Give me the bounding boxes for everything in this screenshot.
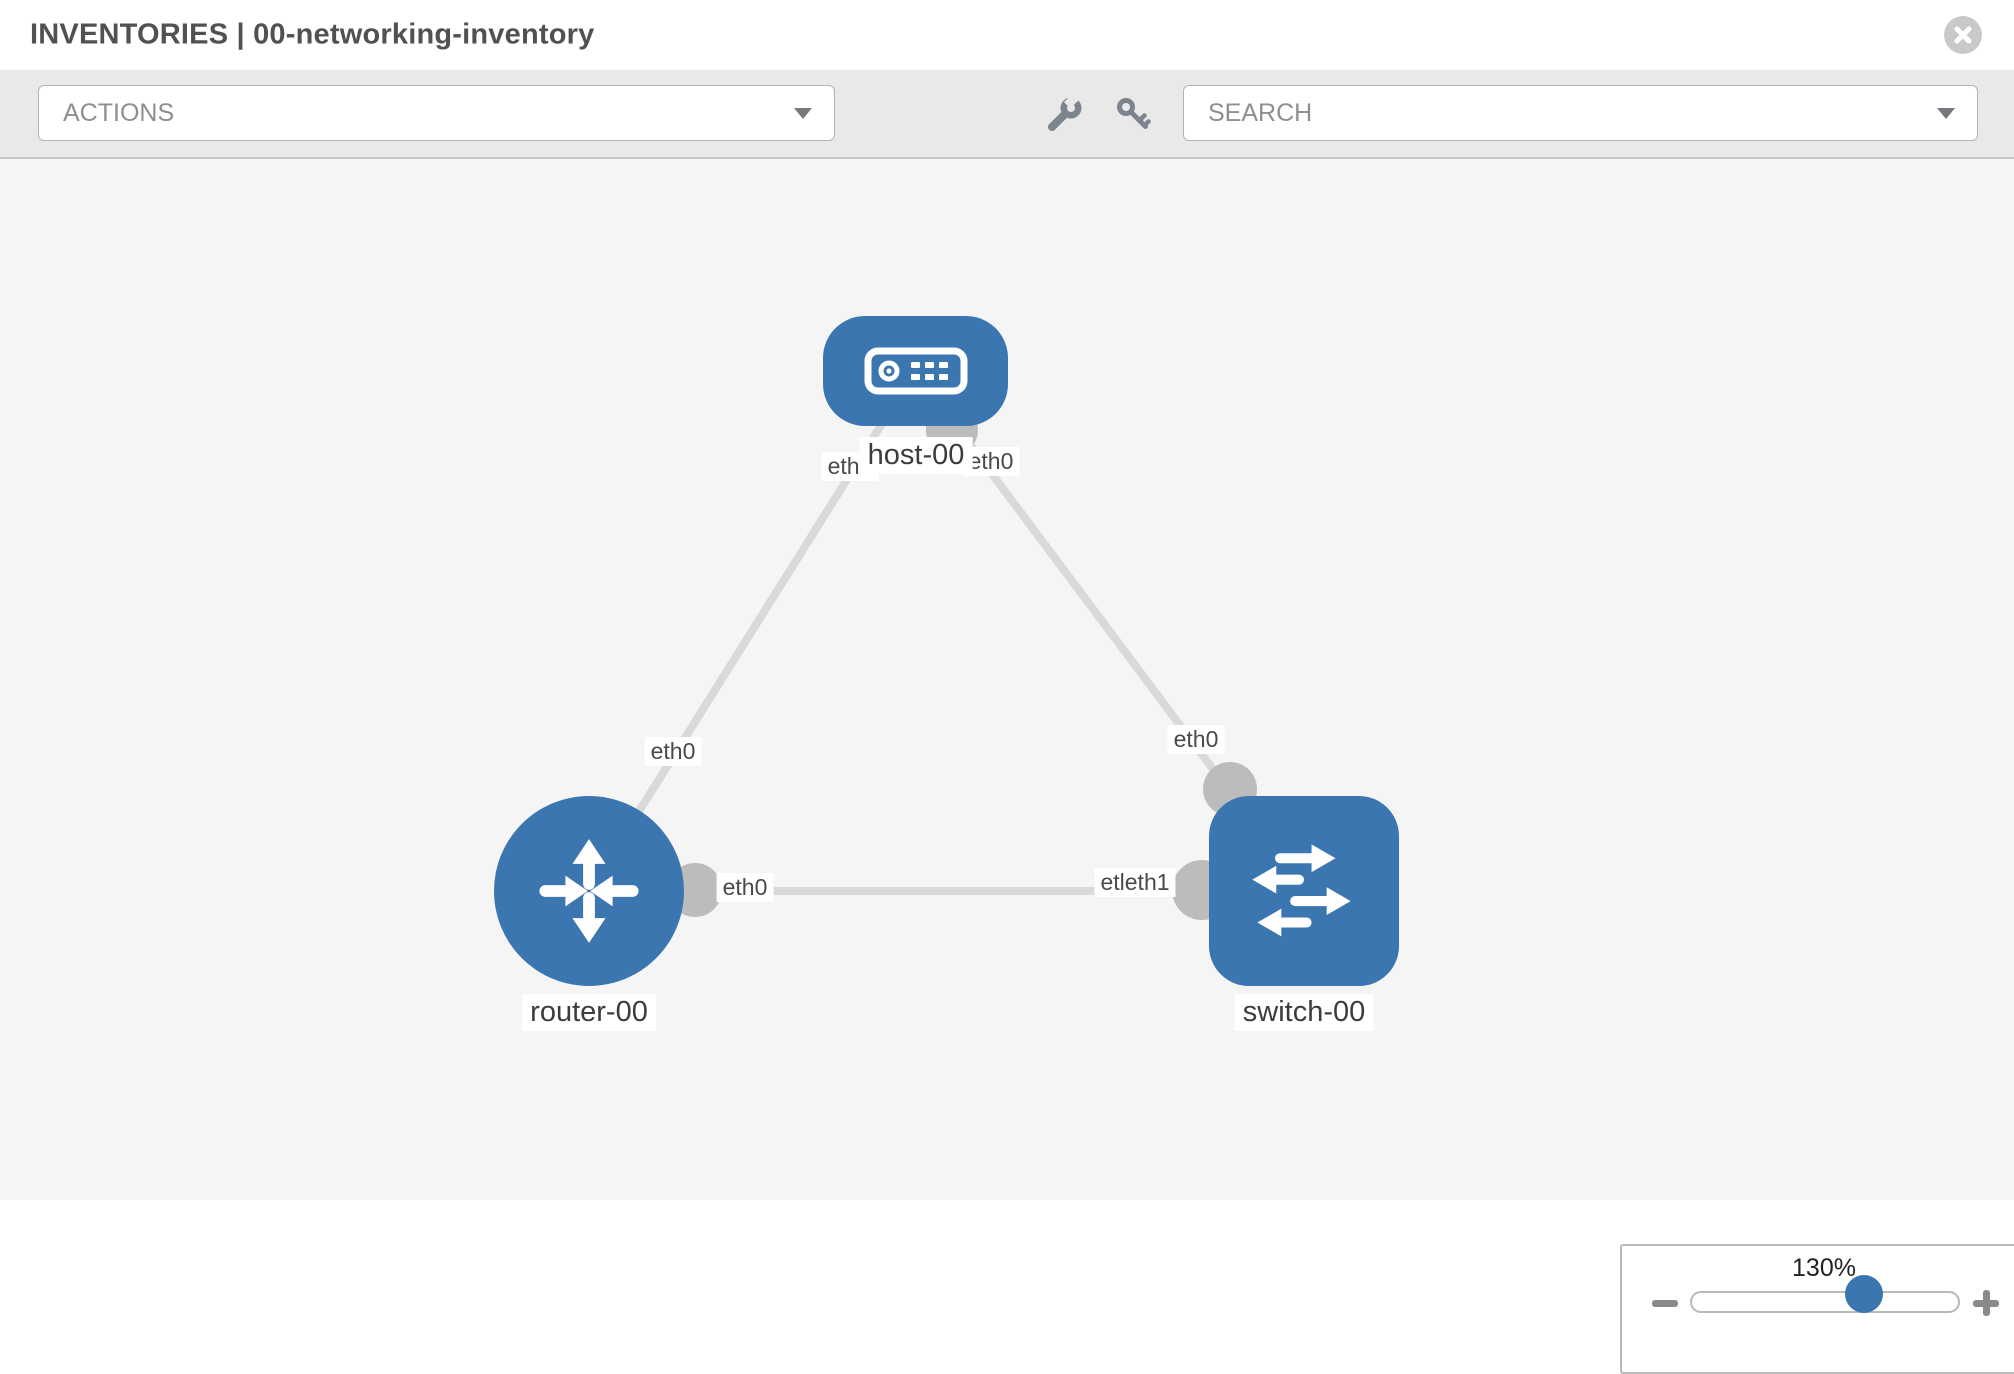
close-button[interactable] <box>1944 16 1982 54</box>
node-router-00[interactable] <box>494 796 684 986</box>
interface-label: eth0 <box>1167 725 1225 754</box>
credentials-button[interactable] <box>1113 95 1153 135</box>
configure-button[interactable] <box>1045 95 1085 135</box>
host-icon <box>864 347 967 395</box>
search-dropdown[interactable]: SEARCH <box>1183 85 1978 141</box>
interface-label: etleth1 <box>1094 868 1176 897</box>
links-layer <box>585 368 1308 920</box>
close-icon <box>1954 26 1972 44</box>
zoom-control-panel: 130% <box>1620 1244 2014 1374</box>
interface-label: eth0 <box>962 447 1020 476</box>
key-icon <box>1117 98 1151 129</box>
page-header: INVENTORIES | 00-networking-inventory <box>0 0 2014 71</box>
node-label-router-00: router-00 <box>522 994 656 1031</box>
zoom-slider-thumb[interactable] <box>1845 1275 1883 1313</box>
node-host-00[interactable] <box>823 316 1008 426</box>
node-label-switch-00: switch-00 <box>1234 994 1374 1031</box>
zoom-slider[interactable] <box>1690 1291 1960 1313</box>
actions-dropdown[interactable]: ACTIONS <box>38 85 835 141</box>
topology-canvas[interactable]: eth0 eth0 eth0 eth0 eth0 etleth1 host-00… <box>0 159 2014 1374</box>
zoom-out-button[interactable] <box>1652 1290 1678 1316</box>
wrench-icon <box>1048 96 1084 131</box>
node-switch-00[interactable] <box>1209 796 1399 986</box>
zoom-in-button[interactable] <box>1973 1290 1999 1316</box>
chevron-down-icon <box>794 108 812 119</box>
page-title: INVENTORIES | 00-networking-inventory <box>30 18 595 51</box>
switch-icon <box>1252 844 1351 937</box>
router-icon <box>539 839 639 943</box>
interface-label: eth0 <box>716 873 774 902</box>
node-label-host-00: host-00 <box>859 437 973 474</box>
interface-label: eth0 <box>644 737 702 766</box>
search-dropdown-label: SEARCH <box>1208 98 1313 127</box>
chevron-down-icon <box>1937 108 1955 119</box>
toolbar: ACTIONS SEARCH <box>0 71 2014 159</box>
zoom-level-value: 130% <box>1792 1254 1856 1282</box>
actions-dropdown-label: ACTIONS <box>63 98 175 127</box>
